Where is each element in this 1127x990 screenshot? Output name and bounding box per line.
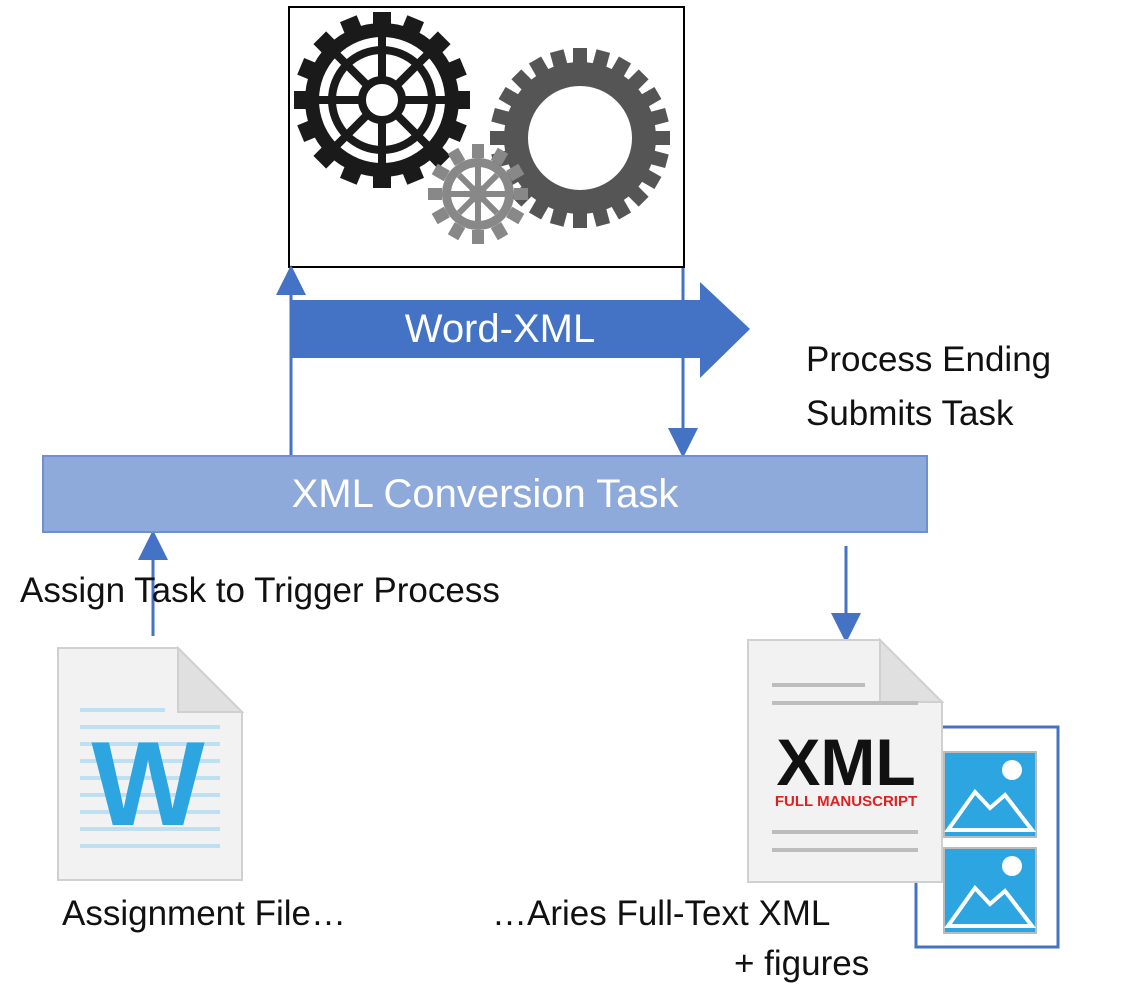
xml-conversion-task-bar[interactable]: XML Conversion Task — [42, 455, 928, 533]
image-icon — [943, 847, 1037, 934]
xml-icon-subtitle: FULL MANUSCRIPT — [775, 793, 917, 810]
assign-note: Assign Task to Trigger Process — [20, 571, 500, 610]
word-xml-label: Word-XML — [404, 306, 596, 351]
end-note-line1: Process Ending — [806, 340, 1052, 379]
input-file-label: Assignment File… — [62, 894, 346, 933]
xml-icon-title: XML — [776, 725, 915, 799]
gears-process-box — [288, 6, 685, 268]
word-document-icon: W — [57, 645, 245, 881]
word-icon-letter: W — [91, 717, 205, 851]
output-label-line1: …Aries Full-Text XML — [492, 894, 831, 933]
xml-document-icon: XML FULL MANUSCRIPT — [747, 637, 945, 883]
task-bar-label: XML Conversion Task — [291, 471, 679, 516]
gears-icon — [294, 12, 670, 244]
end-note-line2: Submits Task — [806, 394, 1014, 433]
output-label-line2: + figures — [734, 944, 870, 983]
image-icon — [943, 751, 1037, 838]
word-xml-block-arrow — [290, 282, 750, 378]
